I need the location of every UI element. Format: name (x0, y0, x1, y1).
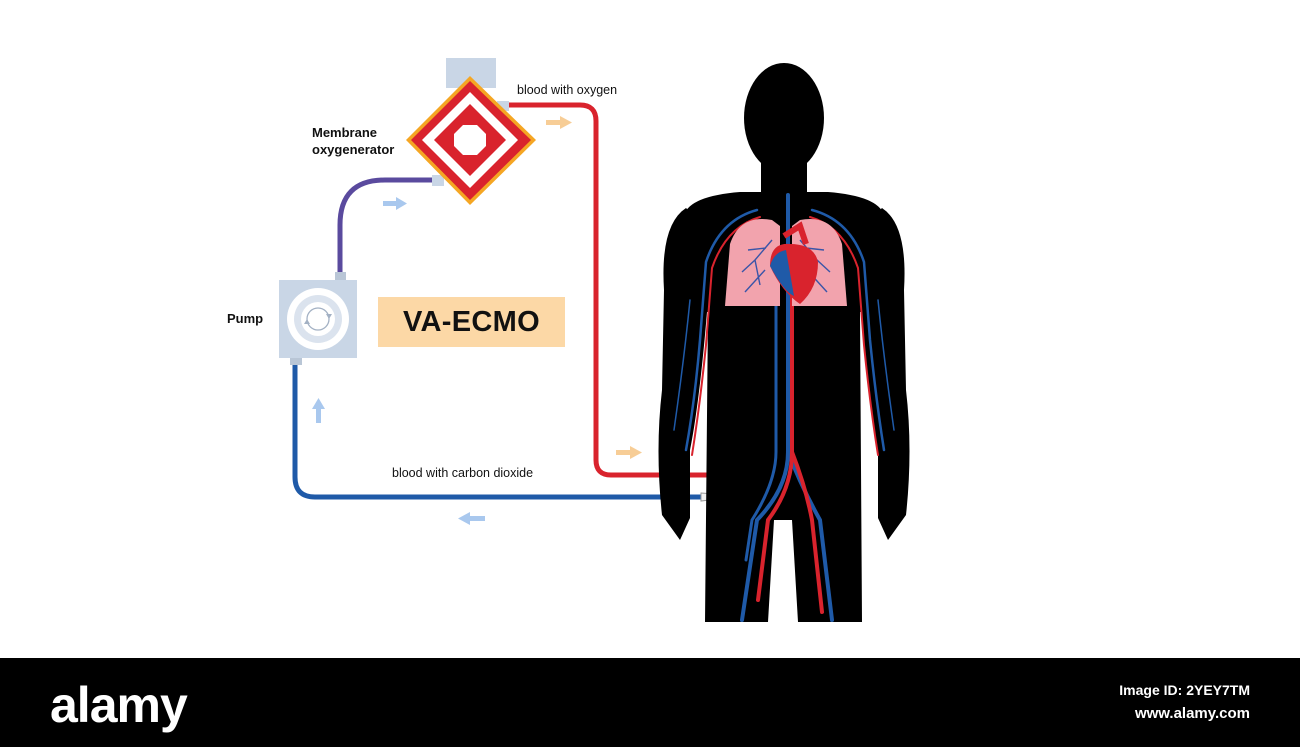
va-ecmo-badge: VA-ECMO (378, 297, 565, 347)
oxygenator-icon (406, 58, 536, 205)
pump-label: Pump (227, 311, 264, 326)
brand-logo: alamy (50, 677, 188, 733)
flow-arrow-icon (383, 197, 407, 210)
ecmo-diagram: Membrane oxygenerator Pump blood with ox… (227, 58, 910, 622)
diagram-canvas (279, 58, 910, 622)
membrane-label-line2: oxygenerator (312, 142, 395, 157)
tube-pump-to-oxygenator (337, 177, 438, 276)
badge-text: VA-ECMO (403, 305, 540, 338)
tube-oxygenated-return (506, 102, 735, 478)
membrane-label-line1: Membrane (312, 125, 378, 140)
flow-arrow-icon (546, 116, 572, 129)
pump-icon (279, 272, 357, 365)
image-id: Image ID: 2YEY7TM (1119, 682, 1250, 698)
blood-co2-label: blood with carbon dioxide (392, 466, 534, 480)
membrane-oxygenator-label: Membrane oxygenerator (312, 124, 394, 158)
vessels (673, 193, 895, 622)
human-silhouette (658, 63, 910, 622)
flow-arrow-icon (458, 512, 485, 525)
flow-arrow-icon (616, 446, 642, 459)
blood-oxygen-label: blood with oxygen (517, 83, 618, 97)
tube-deoxygenated-drain (292, 362, 704, 500)
watermark-footer: alamy Image ID: 2YEY7TM www.alamy.com (0, 658, 1300, 747)
site-url: www.alamy.com (1134, 705, 1250, 722)
heart-icon (770, 221, 818, 304)
flow-arrow-icon (312, 398, 325, 423)
